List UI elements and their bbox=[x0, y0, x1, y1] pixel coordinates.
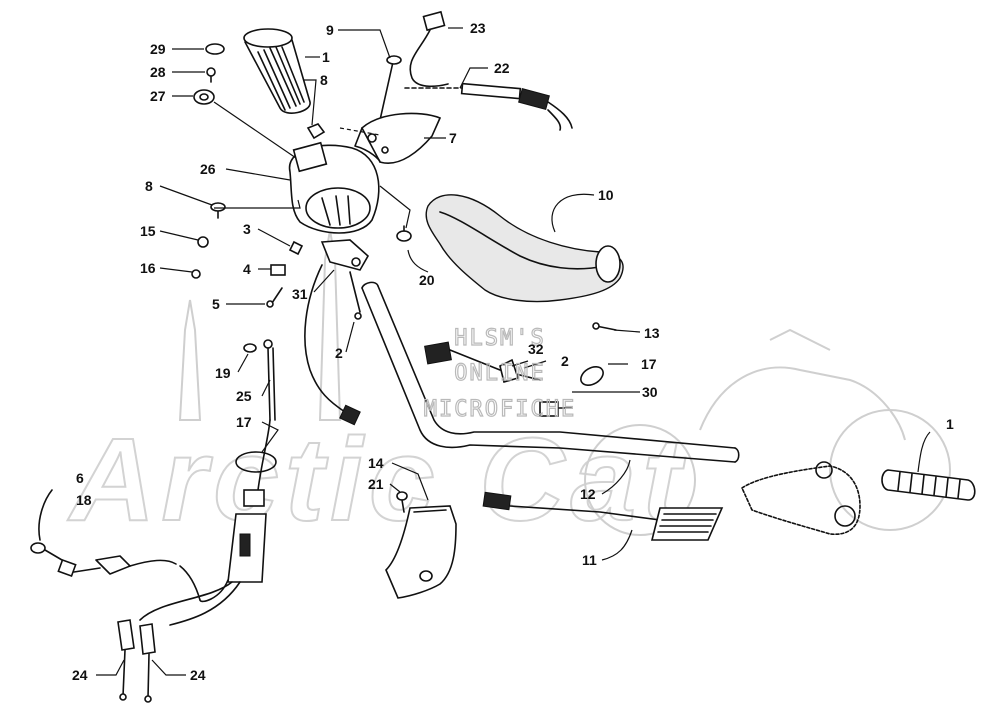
callout-15: 15 bbox=[140, 223, 156, 239]
callout-31: 31 bbox=[292, 286, 308, 302]
wire-2-left bbox=[304, 264, 362, 426]
microfiche-watermark: HLSM'S ONLINE MICROFICHE bbox=[423, 325, 576, 422]
grip-left bbox=[243, 28, 311, 114]
callout-21: 21 bbox=[368, 476, 384, 492]
handlebar-12 bbox=[361, 281, 740, 463]
callout-17-right: 17 bbox=[641, 356, 657, 372]
callout-18: 18 bbox=[76, 492, 92, 508]
callout-11: 11 bbox=[582, 552, 597, 568]
callout-12: 12 bbox=[580, 486, 596, 502]
callout-3: 3 bbox=[243, 221, 251, 237]
cable-end-19 bbox=[243, 343, 257, 353]
screw-8-lower bbox=[210, 202, 226, 219]
callout-32: 32 bbox=[528, 341, 544, 357]
cap-29 bbox=[205, 43, 225, 55]
callout-1-left: 1 bbox=[322, 49, 330, 65]
callout-1-right: 1 bbox=[946, 416, 954, 432]
callout-20: 20 bbox=[419, 272, 435, 288]
callout-2-bar: 2 bbox=[561, 353, 569, 369]
cable-junction bbox=[139, 419, 271, 626]
callout-4: 4 bbox=[243, 261, 251, 277]
callout-24-left: 24 bbox=[72, 667, 88, 683]
callout-labels: 29 28 27 1 8 9 23 22 7 26 8 15 3 16 4 5 … bbox=[72, 20, 954, 683]
throttle-bracket-7 bbox=[354, 112, 442, 164]
callout-16: 16 bbox=[140, 260, 156, 276]
screw-21 bbox=[396, 491, 408, 513]
cable-end-24-left bbox=[117, 619, 135, 701]
handlebar-pad-10 bbox=[425, 194, 624, 303]
callout-6: 6 bbox=[76, 470, 84, 486]
callout-5: 5 bbox=[212, 296, 220, 312]
throttle-cable-25 bbox=[263, 339, 276, 421]
switch-32 bbox=[424, 341, 541, 381]
clip-4 bbox=[270, 264, 286, 276]
clamp-17-right bbox=[580, 366, 604, 386]
throttle-housing-right bbox=[741, 461, 861, 535]
callout-26: 26 bbox=[200, 161, 216, 177]
cable-end-24-right bbox=[139, 623, 156, 703]
callout-7: 7 bbox=[449, 130, 457, 146]
housing-26 bbox=[288, 141, 380, 234]
callout-14: 14 bbox=[368, 455, 384, 471]
brand-watermark: Arctic Cat bbox=[66, 229, 951, 547]
watermark-line-1: HLSM'S bbox=[454, 326, 545, 351]
callout-22: 22 bbox=[494, 60, 510, 76]
watermark-line-3: MICROFICHE bbox=[424, 397, 576, 422]
callout-13: 13 bbox=[644, 325, 660, 341]
callout-2-left: 2 bbox=[335, 345, 343, 361]
callout-17-left: 17 bbox=[236, 414, 252, 430]
watermark-line-2: ONLINE bbox=[454, 361, 545, 386]
connector-30 bbox=[539, 401, 573, 417]
callout-29: 29 bbox=[150, 41, 166, 57]
bushing-27 bbox=[193, 89, 215, 105]
screw-5 bbox=[266, 287, 283, 308]
nut-8-upper bbox=[306, 123, 326, 140]
screw-3 bbox=[288, 240, 304, 256]
cable-assembly-6-18 bbox=[30, 489, 177, 578]
screw-28 bbox=[206, 67, 216, 83]
callout-10: 10 bbox=[598, 187, 614, 203]
callout-8-upper: 8 bbox=[320, 72, 328, 88]
leader-lines bbox=[96, 27, 931, 676]
screw-13 bbox=[592, 322, 617, 331]
washer-15 bbox=[197, 236, 209, 248]
callout-25: 25 bbox=[236, 388, 252, 404]
grip-right bbox=[881, 469, 976, 501]
lever-cover-14 bbox=[385, 505, 457, 599]
switch-23 bbox=[409, 10, 449, 88]
callout-28: 28 bbox=[150, 64, 166, 80]
brand-watermark-text: Arctic Cat bbox=[67, 414, 687, 546]
callout-30: 30 bbox=[642, 384, 658, 400]
callout-19: 19 bbox=[215, 365, 231, 381]
harness-22 bbox=[404, 82, 573, 131]
callout-8-lower: 8 bbox=[145, 178, 153, 194]
callout-9: 9 bbox=[326, 22, 334, 38]
callout-23: 23 bbox=[470, 20, 486, 36]
bolt-9 bbox=[379, 55, 402, 121]
clamp-17-left bbox=[235, 451, 277, 473]
fastener-20 bbox=[396, 225, 412, 242]
callout-24-right: 24 bbox=[190, 667, 206, 683]
callout-27: 27 bbox=[150, 88, 166, 104]
heater-element-11 bbox=[482, 491, 724, 541]
switch-bracket-31 bbox=[320, 239, 370, 271]
nut-16 bbox=[191, 269, 201, 279]
